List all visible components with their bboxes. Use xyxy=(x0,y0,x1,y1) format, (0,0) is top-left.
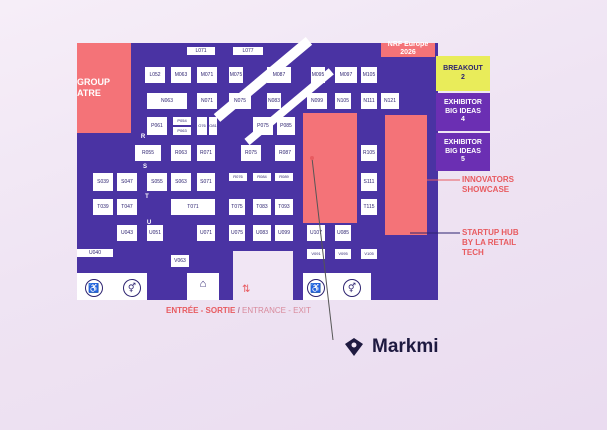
row-letter: T xyxy=(145,194,149,201)
booth[interactable]: U083 xyxy=(253,225,271,241)
booth[interactable]: N105 xyxy=(335,93,351,109)
booth[interactable]: P085 xyxy=(277,117,295,135)
big-ideas-5-room[interactable]: EXHIBITOR BIG IDEAS 5 xyxy=(436,133,490,171)
entrance-arrows-icon: ⇅ xyxy=(242,284,251,295)
booth[interactable]: R105 xyxy=(361,145,377,161)
group-theatre-zone[interactable] xyxy=(77,43,131,133)
booth[interactable]: T047 xyxy=(117,199,137,215)
booth[interactable]: T039 xyxy=(93,199,113,215)
booth[interactable]: U051 xyxy=(147,225,163,241)
accessible-toilet-icon: ♿ xyxy=(85,279,103,297)
booth[interactable]: P063 xyxy=(173,127,191,135)
booth[interactable]: M063 xyxy=(171,67,191,83)
entrance-gap xyxy=(233,251,293,300)
breakout-2-room[interactable] xyxy=(436,56,490,91)
booth[interactable]: V095 xyxy=(335,249,351,259)
booth[interactable]: N099 xyxy=(307,93,327,109)
cloakroom-block xyxy=(187,273,219,300)
booth[interactable]: O81 xyxy=(209,117,217,135)
row-letter: S xyxy=(142,164,147,171)
group-theatre-label: GROUP ATRE xyxy=(77,76,111,98)
booth[interactable]: U099 xyxy=(275,225,293,241)
entrance-en: ENTRANCE - EXIT xyxy=(242,306,311,315)
innovators-showcase-label: INNOVATORS SHOWCASE xyxy=(462,175,515,194)
entrance-fr: ENTRÉE - SORTIE xyxy=(166,306,236,315)
booth[interactable]: M105 xyxy=(361,67,377,83)
booth[interactable]: P054 xyxy=(173,117,191,125)
cloakroom-icon: ⌂ xyxy=(199,278,207,291)
startup-hub-label: STARTUP HUB BY LA RETAIL TECH xyxy=(462,228,519,257)
booth[interactable]: R084 xyxy=(253,173,271,181)
markmi-dot xyxy=(310,156,314,160)
booth[interactable]: U040 xyxy=(77,249,113,257)
booth[interactable]: V063 xyxy=(171,255,189,267)
booth[interactable]: N063 xyxy=(147,93,187,109)
booth[interactable]: L071 xyxy=(187,47,215,55)
booth[interactable]: S039 xyxy=(93,173,113,191)
booth[interactable]: P061 xyxy=(147,117,167,135)
row-letter: U xyxy=(146,220,152,227)
booth[interactable]: S063 xyxy=(171,173,191,191)
booth[interactable]: R089 xyxy=(275,173,293,181)
booth[interactable]: R063 xyxy=(171,145,191,161)
booth[interactable]: T075 xyxy=(229,199,245,215)
booth[interactable]: R071 xyxy=(197,145,215,161)
markmi-brand: Markmi xyxy=(372,336,439,357)
startup-hub-zone[interactable] xyxy=(303,113,357,223)
booth[interactable]: S071 xyxy=(197,173,215,191)
booth[interactable]: R076 xyxy=(229,173,247,181)
booth[interactable]: S055 xyxy=(147,173,167,191)
booth[interactable]: M095 xyxy=(311,67,325,83)
booth[interactable]: L077 xyxy=(233,47,263,55)
booth[interactable]: T083 xyxy=(253,199,271,215)
nrf-banner xyxy=(381,43,435,57)
floor-plan: GROUP ATRE NRF Europe 2026 BREAKOUT 2 EX… xyxy=(77,37,490,300)
big-ideas-4-room[interactable]: EXHIBITOR BIG IDEAS 4 xyxy=(436,93,490,131)
booth[interactable]: R055 xyxy=(135,145,161,161)
markmi-logo-icon xyxy=(343,336,365,358)
toilet-icon: ⚥ xyxy=(123,279,141,297)
entrance-label: ENTRÉE - SORTIE / ENTRANCE - EXIT xyxy=(166,306,311,315)
booth[interactable]: U085 xyxy=(335,225,351,241)
breakout-2-label: BREAKOUT 2 xyxy=(443,64,483,81)
nrf-year: 2026 xyxy=(400,49,416,57)
toilet-icon: ⚥ xyxy=(343,279,361,297)
booth[interactable]: T071 xyxy=(171,199,215,215)
nrf-title: NRF Europe xyxy=(387,41,429,49)
accessible-toilet-icon: ♿ xyxy=(307,279,325,297)
booth[interactable]: M097 xyxy=(335,67,357,83)
booth[interactable]: L052 xyxy=(145,67,165,83)
booth[interactable]: V105 xyxy=(361,249,377,259)
booth[interactable]: P075 xyxy=(253,117,273,135)
row-letter: R xyxy=(140,134,146,141)
booth[interactable]: T115 xyxy=(361,199,377,215)
booth[interactable]: U071 xyxy=(197,225,215,241)
booth[interactable]: N111 xyxy=(361,93,377,109)
booth[interactable]: N075 xyxy=(229,93,251,109)
booth[interactable]: S047 xyxy=(117,173,137,191)
booth[interactable]: R075 xyxy=(241,145,261,161)
booth[interactable]: T093 xyxy=(275,199,293,215)
booth[interactable]: U043 xyxy=(117,225,137,241)
markmi-pointer xyxy=(311,157,334,341)
booth[interactable]: U075 xyxy=(229,225,245,241)
booth[interactable]: V091 xyxy=(307,249,325,259)
innovators-showcase-zone[interactable] xyxy=(385,115,427,235)
booth[interactable]: R087 xyxy=(275,145,295,161)
booth[interactable]: N121 xyxy=(381,93,399,109)
booth[interactable]: N071 xyxy=(197,93,217,109)
booth[interactable]: S111 xyxy=(361,173,377,191)
booth[interactable]: N083 xyxy=(267,93,281,109)
entrance-sep: / xyxy=(235,306,243,315)
booth[interactable]: M087 xyxy=(267,67,291,83)
booth[interactable]: M075 xyxy=(229,67,243,83)
booth[interactable]: M071 xyxy=(197,67,217,83)
booth[interactable]: O76 xyxy=(197,117,207,135)
